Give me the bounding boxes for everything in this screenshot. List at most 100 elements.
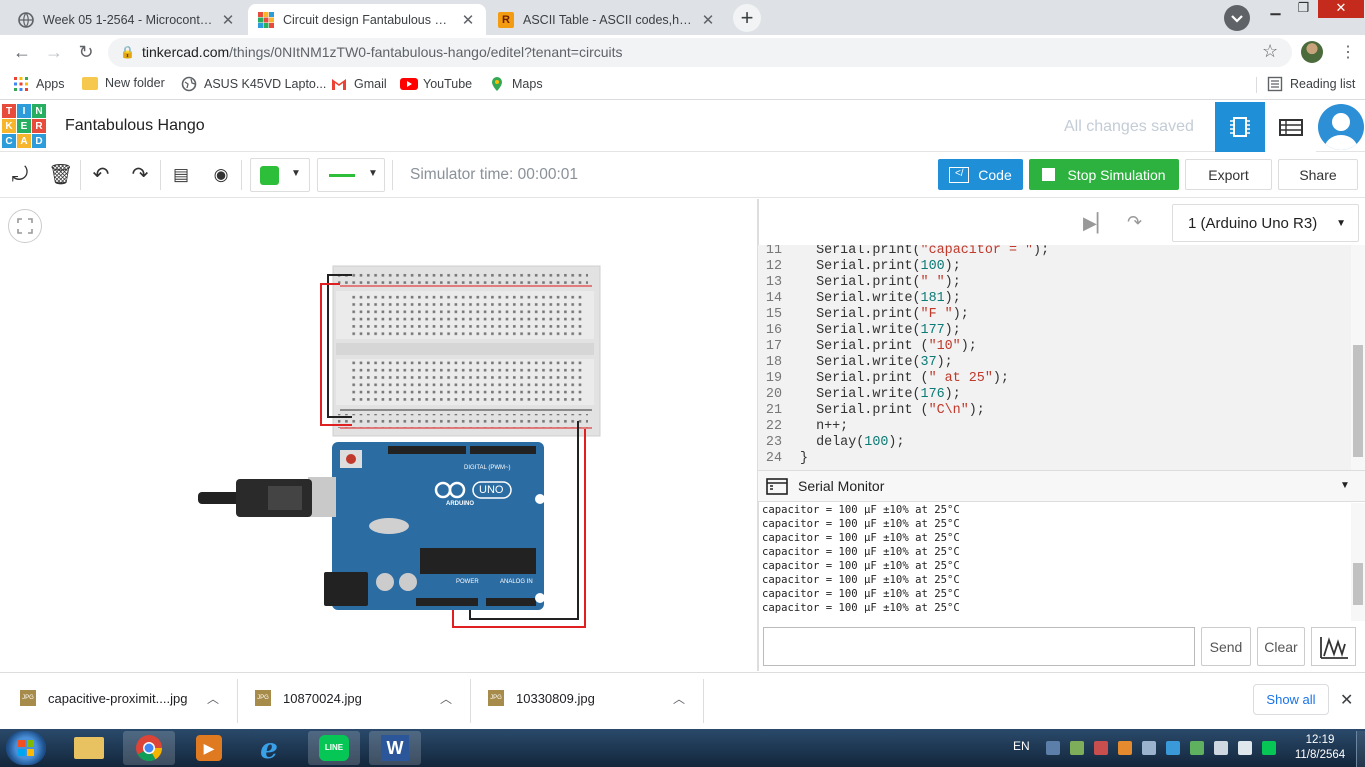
chevron-up-icon[interactable]: ︿ bbox=[207, 692, 220, 706]
tray-line-icon[interactable] bbox=[1262, 741, 1276, 755]
window-close-icon[interactable]: ✕ bbox=[1318, 0, 1364, 18]
wire-style-picker[interactable]: ▼ bbox=[317, 158, 385, 192]
stop-simulation-button[interactable]: Stop Simulation bbox=[1029, 159, 1179, 190]
serial-input[interactable] bbox=[763, 627, 1195, 666]
wire-5v[interactable] bbox=[452, 429, 586, 628]
code-scrollbar[interactable] bbox=[1351, 245, 1365, 470]
code-line[interactable]: 23 delay(100); bbox=[758, 435, 1351, 451]
code-line[interactable]: 13 Serial.print(" "); bbox=[758, 275, 1351, 291]
component-list-button[interactable] bbox=[1266, 102, 1316, 152]
restore-icon[interactable]: ❐ bbox=[1297, 0, 1310, 15]
code-line[interactable]: 14 Serial.write(181); bbox=[758, 291, 1351, 307]
code-line[interactable]: 17 Serial.print ("10"); bbox=[758, 339, 1351, 355]
taskbar-line[interactable]: LINE bbox=[308, 731, 360, 765]
step-play-icon[interactable]: ▶▏ bbox=[1083, 213, 1111, 233]
code-editor[interactable]: 11 Serial.print("capacitor = ");12 Seria… bbox=[758, 245, 1351, 470]
tab-circuit-design[interactable]: Circuit design Fantabulous Hango ✕ bbox=[248, 4, 486, 35]
code-line[interactable]: 22 n++; bbox=[758, 419, 1351, 435]
code-line[interactable]: 18 Serial.write(37); bbox=[758, 355, 1351, 371]
tab-ascii-table[interactable]: R ASCII Table - ASCII codes,hex,dec ✕ bbox=[488, 4, 726, 35]
rotate-icon[interactable]: ⤾ bbox=[11, 164, 29, 186]
tray-edge-icon[interactable] bbox=[1166, 741, 1180, 755]
serial-scrollbar-thumb[interactable] bbox=[1353, 563, 1363, 605]
code-button[interactable]: </ Code bbox=[938, 159, 1023, 190]
bookmark-star-icon[interactable]: ☆ bbox=[1262, 41, 1279, 61]
redo-icon[interactable]: ↷ bbox=[131, 164, 149, 186]
forward-arrow-icon[interactable]: → bbox=[45, 42, 63, 62]
taskbar-word[interactable]: W bbox=[369, 731, 421, 765]
bookmark-apps[interactable]: Apps bbox=[13, 76, 65, 92]
serial-scrollbar[interactable] bbox=[1351, 503, 1365, 621]
bookmark-maps[interactable]: Maps bbox=[489, 76, 543, 92]
tinkercad-logo[interactable]: T I N K E R C A D bbox=[2, 104, 46, 148]
board-selector[interactable]: 1 (Arduino Uno R3) ▼ bbox=[1172, 204, 1359, 242]
code-line[interactable]: 16 Serial.write(177); bbox=[758, 323, 1351, 339]
code-scrollbar-thumb[interactable] bbox=[1353, 345, 1363, 457]
plot-button[interactable] bbox=[1311, 627, 1356, 666]
arduino-uno-board[interactable] bbox=[308, 442, 545, 610]
taskbar-media-player[interactable]: ▶ bbox=[183, 731, 235, 765]
tray-battery-icon[interactable] bbox=[1238, 741, 1252, 755]
design-title[interactable]: Fantabulous Hango bbox=[65, 117, 205, 134]
circuit-view-button[interactable] bbox=[1215, 102, 1265, 152]
download-item-3[interactable]: JPG 10330809.jpg bbox=[488, 690, 595, 706]
avatar[interactable] bbox=[1301, 41, 1323, 63]
close-icon[interactable]: ✕ bbox=[461, 11, 475, 29]
show-all-button[interactable]: Show all bbox=[1253, 684, 1329, 715]
code-line[interactable]: 20 Serial.write(176); bbox=[758, 387, 1351, 403]
send-button[interactable]: Send bbox=[1201, 627, 1251, 666]
code-line[interactable]: 12 Serial.print(100); bbox=[758, 259, 1351, 275]
taskbar-ie[interactable]: e bbox=[243, 731, 295, 765]
tray-security-icon[interactable] bbox=[1118, 741, 1132, 755]
wire-black-rail[interactable] bbox=[327, 274, 352, 418]
user-avatar[interactable] bbox=[1318, 104, 1364, 150]
close-icon[interactable]: ✕ bbox=[1340, 692, 1354, 709]
tray-network-icon[interactable] bbox=[1046, 741, 1060, 755]
delete-trash-icon[interactable]: 🗑 bbox=[48, 164, 74, 186]
bookmark-asus[interactable]: ASUS K45VD Lapto... bbox=[181, 76, 326, 92]
code-line[interactable]: 11 Serial.print("capacitor = "); bbox=[758, 245, 1351, 259]
circuit-canvas[interactable]: DIGITAL (PWM~) ARDUINO UNO POWER ANALOG … bbox=[0, 199, 757, 671]
minimize-icon[interactable]: ▁ bbox=[1270, 0, 1281, 15]
chevron-up-icon[interactable]: ︿ bbox=[440, 692, 453, 706]
reading-list-button[interactable]: Reading list bbox=[1267, 76, 1355, 92]
taskbar-explorer[interactable] bbox=[63, 731, 115, 765]
close-icon[interactable]: ✕ bbox=[701, 11, 715, 29]
chevron-up-icon[interactable]: ︿ bbox=[673, 692, 686, 706]
code-line[interactable]: 24} bbox=[758, 451, 1351, 467]
language-indicator[interactable]: EN bbox=[1013, 739, 1030, 753]
code-line[interactable]: 21 Serial.print ("C\n"); bbox=[758, 403, 1351, 419]
clear-button[interactable]: Clear bbox=[1257, 627, 1305, 666]
code-line[interactable]: 15 Serial.print("F "); bbox=[758, 307, 1351, 323]
bookmark-new-folder[interactable]: New folder bbox=[82, 76, 165, 90]
tray-volume-icon[interactable] bbox=[1142, 741, 1156, 755]
reload-icon[interactable]: ↻ bbox=[78, 42, 94, 62]
start-button[interactable] bbox=[6, 731, 46, 765]
fit-view-button[interactable] bbox=[8, 209, 42, 243]
download-item-2[interactable]: JPG 10870024.jpg bbox=[255, 690, 362, 706]
share-button[interactable]: Share bbox=[1278, 159, 1358, 190]
bookmark-youtube[interactable]: YouTube bbox=[400, 76, 472, 92]
visibility-eye-icon[interactable]: ◉ bbox=[213, 165, 229, 184]
taskbar-chrome[interactable] bbox=[123, 731, 175, 765]
tray-nvidia-icon[interactable] bbox=[1190, 741, 1204, 755]
tray-app-icon[interactable] bbox=[1070, 741, 1084, 755]
breadboard[interactable] bbox=[332, 265, 601, 437]
code-line[interactable]: 19 Serial.print (" at 25"); bbox=[758, 371, 1351, 387]
tray-flag-icon[interactable] bbox=[1094, 741, 1108, 755]
tab-week05[interactable]: Week 05 1-2564 - Microcontrolle ✕ bbox=[8, 4, 246, 35]
show-desktop-button[interactable] bbox=[1356, 731, 1365, 767]
undo-icon[interactable]: ↶ bbox=[92, 164, 110, 186]
download-item-1[interactable]: JPG capacitive-proximit....jpg bbox=[20, 690, 187, 706]
serial-monitor-header[interactable]: Serial Monitor ▼ bbox=[758, 470, 1365, 502]
chevron-down-icon[interactable]: ▼ bbox=[1340, 480, 1350, 491]
new-tab-button[interactable]: + bbox=[733, 4, 761, 32]
fill-color-picker[interactable]: ▼ bbox=[250, 158, 310, 192]
export-button[interactable]: Export bbox=[1185, 159, 1272, 190]
debug-step-icon[interactable]: ↷ bbox=[1127, 212, 1143, 232]
close-icon[interactable]: ✕ bbox=[221, 11, 235, 29]
profile-dropdown-icon[interactable] bbox=[1224, 5, 1250, 31]
taskbar-clock[interactable]: 12:19 11/8/2564 bbox=[1290, 733, 1350, 763]
wire-red-rail[interactable] bbox=[320, 283, 352, 426]
back-arrow-icon[interactable]: ← bbox=[13, 42, 31, 62]
